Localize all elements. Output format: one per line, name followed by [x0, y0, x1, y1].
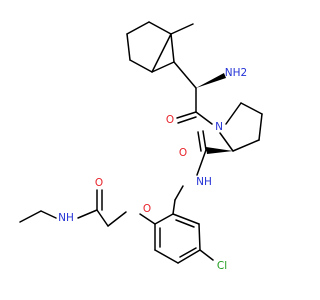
benzene-ring	[154, 199, 201, 264]
bond	[19, 210, 42, 223]
amide-nh-label: NH	[196, 176, 212, 188]
bond	[219, 132, 234, 152]
bond	[176, 111, 197, 119]
pyrrolidine-nitrogen-label: N	[215, 121, 223, 133]
bond	[107, 211, 127, 227]
bond	[174, 185, 184, 201]
bond	[240, 102, 263, 115]
bond	[195, 111, 213, 125]
bond	[175, 219, 195, 228]
cyclohexyl-ring	[126, 21, 194, 73]
bond	[199, 249, 214, 261]
bond	[126, 21, 150, 35]
carbonyl-oxygen-label: O	[166, 114, 174, 126]
bond	[202, 130, 207, 151]
bond	[151, 61, 175, 73]
bond	[77, 209, 98, 219]
bond	[129, 59, 153, 73]
bond	[148, 21, 172, 35]
bond	[170, 23, 194, 35]
bond	[177, 116, 197, 124]
bond	[170, 33, 175, 63]
bond	[139, 213, 156, 225]
bond	[225, 102, 242, 125]
amide-oxygen-label: O	[179, 147, 187, 159]
bond	[40, 210, 57, 219]
bond	[151, 33, 172, 73]
bond	[154, 213, 174, 225]
structure-canvas: NH2 O N O NH O O NH Cl	[19, 21, 263, 272]
wedge-bond	[196, 73, 226, 88]
bond	[197, 131, 202, 152]
bond	[196, 149, 207, 176]
acetamide-oxygen-label: O	[95, 177, 103, 189]
chloro-label: Cl	[217, 260, 227, 272]
bond	[258, 113, 263, 141]
bond	[172, 199, 176, 215]
amine-nh2-label: NH2	[225, 67, 247, 79]
bond	[179, 247, 197, 258]
molecule-drawing: NH2 O N O NH O O NH Cl	[19, 21, 263, 272]
bond	[172, 213, 200, 225]
bond	[232, 139, 260, 152]
bond	[126, 33, 131, 61]
ether-oxygen-label: O	[143, 203, 151, 215]
bond	[154, 249, 179, 264]
bond	[177, 249, 201, 264]
bond	[96, 209, 109, 227]
bond	[173, 61, 197, 89]
wedge-bond	[206, 147, 233, 154]
pyrrolidine-ring	[219, 102, 263, 152]
bond	[198, 223, 201, 251]
ethyl-nh-label: NH	[58, 212, 74, 224]
